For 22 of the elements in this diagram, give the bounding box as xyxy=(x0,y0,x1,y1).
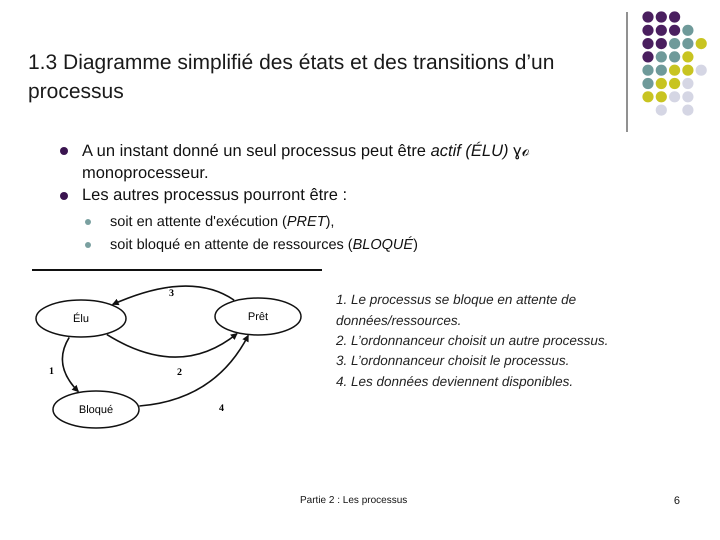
numbered-note: 3. L’ordonnanceur choisit le processus. xyxy=(336,352,570,370)
bullet-text: A un instant donné un seul processus peut être actif (ÉLU) ɣℴ monoprocesseur. xyxy=(82,140,530,184)
sub-bullet-text: soit en attente d'exécution (PRET), xyxy=(110,213,336,232)
numbered-note: 1. Le processus se bloque en attente de données/ressources. xyxy=(336,291,578,330)
sub-bullet-text: soit bloqué en attente de ressources (BLOQUÉ) xyxy=(110,235,419,255)
page-number: 6 xyxy=(672,495,680,507)
edge-label: 4 xyxy=(218,403,225,414)
edge-label: 2 xyxy=(176,367,183,378)
edge-label: 3 xyxy=(168,288,175,299)
footer-text: Partie 2 : Les processus xyxy=(300,495,408,506)
transition-arrow xyxy=(106,332,238,358)
transition-arrow xyxy=(139,334,249,407)
numbered-note: 4. Les données deviennent disponibles. xyxy=(336,373,574,391)
bullet-text: Les autres processus pourront être : xyxy=(82,185,348,206)
transition-arrow xyxy=(112,285,235,306)
state-label: Prêt xyxy=(248,310,268,322)
transition-arrow xyxy=(62,337,79,392)
state-label: Élu xyxy=(73,312,89,324)
state-label: Bloqué xyxy=(78,404,114,416)
edge-label: 1 xyxy=(48,366,55,377)
slide-title: 1.3 Diagramme simplifié des états et des transitions d’un processus xyxy=(28,50,556,105)
numbered-note: 2. L’ordonnanceur choisit un autre processus. xyxy=(336,332,610,350)
